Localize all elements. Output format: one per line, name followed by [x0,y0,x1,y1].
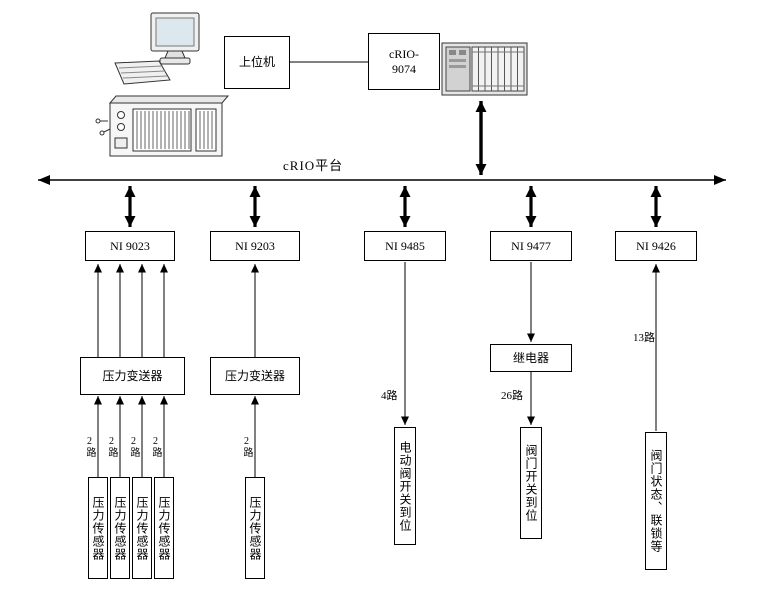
crio-controller-box: cRIO- 9074 [368,33,440,90]
monitor-icon [150,12,200,65]
valve-switch-box: 阀门开关到位 [520,427,542,539]
module-box-ni9203: NI 9203 [210,231,300,261]
channel-label-4lu: 4路 [381,390,398,402]
server-icon [95,95,230,157]
channel-label-26lu: 26路 [501,390,523,402]
module-box-ni9023: NI 9023 [85,231,175,261]
motor-valve-switch-box: 电动阀开关到位 [394,427,416,545]
pressure-sensor-box-5: 压力传感器 [245,477,265,579]
channel-label-2lu-4: 2路 [150,436,161,457]
channel-label-2lu-3: 2路 [128,436,139,457]
module-box-ni9477: NI 9477 [490,231,572,261]
bus-title: cRIO平台 [283,158,344,173]
pressure-transmitter-box-1: 压力变送器 [80,357,185,395]
host-computer-box: 上位机 [224,36,290,89]
channel-label-2lu-2: 2路 [106,436,117,457]
channel-label-2lu-5: 2路 [241,436,252,457]
crio-chassis-icon [441,42,528,96]
crio-controller-label-line1: cRIO- [389,46,419,61]
pressure-sensor-box-4: 压力传感器 [154,477,174,579]
keyboard-icon [114,60,171,85]
module-box-ni9485: NI 9485 [364,231,446,261]
branch1-transmitter-module-lines [94,264,168,357]
channel-label-2lu-1: 2路 [84,436,95,457]
relay-box: 继电器 [490,344,572,372]
pressure-sensor-box-3: 压力传感器 [132,477,152,579]
pressure-transmitter-box-2: 压力变送器 [210,357,300,395]
pressure-sensor-box-1: 压力传感器 [88,477,108,579]
crio-controller-label-line2: 9074 [392,61,416,76]
valve-status-interlock-box: 阀门状态、联锁等 [645,432,667,570]
channel-label-13lu: 13路 [633,332,655,344]
pressure-sensor-box-2: 压力传感器 [110,477,130,579]
branch1-sensor-transmitter-lines [94,396,168,477]
module-box-ni9426: NI 9426 [615,231,697,261]
